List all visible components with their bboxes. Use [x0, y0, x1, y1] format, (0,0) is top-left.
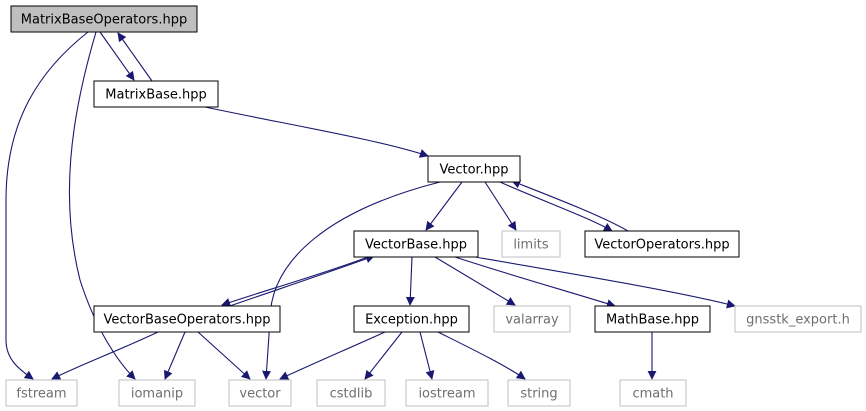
node-cstdlib: cstdlib	[316, 379, 386, 407]
edge-matrixbase-to-vector_hpp	[204, 106, 429, 158]
nodes-layer: MatrixBaseOperators.hppMatrixBase.hppVec…	[5, 5, 862, 407]
node-exception[interactable]: Exception.hpp	[353, 305, 470, 333]
node-label-fstream: fstream	[16, 387, 66, 402]
node-box-cstdlib	[316, 379, 386, 407]
node-vectoroperators[interactable]: VectorOperators.hpp	[584, 230, 740, 258]
node-label-exception: Exception.hpp	[365, 313, 458, 328]
node-vector_hpp[interactable]: Vector.hpp	[427, 155, 521, 183]
edge-matrixbaseoperators-to-matrixbase	[99, 31, 135, 81]
node-label-matrixbase: MatrixBase.hpp	[105, 88, 206, 103]
node-label-limits: limits	[513, 238, 549, 253]
node-label-valarray: valarray	[505, 313, 559, 328]
edge-vector_hpp-to-vectoroperators	[499, 181, 613, 232]
edge-vectorbaseoperators-to-fstream	[51, 331, 159, 380]
node-box-iostream	[405, 379, 489, 407]
edge-exception-to-cstdlib	[364, 331, 403, 380]
node-vectorbase[interactable]: VectorBase.hpp	[353, 230, 479, 258]
node-box-exception	[353, 305, 470, 333]
node-vector: vector	[228, 379, 292, 407]
node-box-gnsstk_export	[734, 305, 862, 333]
edge-vector_hpp-to-limits	[484, 181, 517, 231]
node-label-vector_hpp: Vector.hpp	[439, 163, 508, 178]
node-box-cmath	[619, 379, 687, 407]
node-iostream: iostream	[405, 379, 489, 407]
node-label-cmath: cmath	[632, 387, 673, 402]
node-box-limits	[501, 230, 561, 258]
edge-exception-to-iostream	[419, 331, 435, 380]
edge-vectorbase-to-mathbase	[454, 256, 616, 308]
edge-vectorbaseoperators-to-iomanip	[164, 331, 186, 380]
node-box-valarray	[493, 305, 571, 333]
node-matrixbaseoperators[interactable]: MatrixBaseOperators.hpp	[10, 5, 198, 33]
edge-matrixbase-to-matrixbaseoperators	[117, 32, 153, 82]
node-gnsstk_export: gnsstk_export.h	[734, 305, 862, 333]
node-label-mathbase: MathBase.hpp	[606, 313, 699, 328]
node-label-vectoroperators: VectorOperators.hpp	[594, 238, 729, 253]
node-mathbase[interactable]: MathBase.hpp	[594, 305, 711, 333]
node-valarray: valarray	[493, 305, 571, 333]
node-box-vector_hpp	[427, 155, 521, 183]
node-limits: limits	[501, 230, 561, 258]
node-label-vector: vector	[239, 387, 281, 402]
node-box-iomanip	[118, 379, 196, 407]
edge-vectorbase-to-gnsstk_export	[474, 256, 736, 309]
edge-matrixbaseoperators-to-iomanip	[68, 31, 136, 380]
edge-vectorbaseoperators-to-vectorbase	[229, 254, 375, 307]
edge-vectorbase-to-vectorbaseoperators	[221, 256, 369, 307]
edge-exception-to-vector	[279, 331, 386, 380]
node-fstream: fstream	[5, 379, 78, 407]
edge-matrixbaseoperators-to-fstream	[5, 31, 89, 380]
node-box-vector	[228, 379, 292, 407]
edge-exception-to-string	[437, 331, 526, 380]
node-label-gnsstk_export: gnsstk_export.h	[746, 313, 850, 328]
node-label-vectorbase: VectorBase.hpp	[365, 238, 467, 253]
node-cmath: cmath	[619, 379, 687, 407]
edge-vectorbase-to-valarray	[434, 256, 516, 306]
node-label-string: string	[520, 387, 557, 402]
node-box-string	[507, 379, 571, 407]
node-box-fstream	[5, 379, 78, 407]
node-box-matrixbaseoperators	[10, 5, 198, 33]
edge-vectoroperators-to-vector_hpp	[511, 179, 629, 232]
edge-vector_hpp-to-vectorbase	[425, 181, 463, 231]
node-string: string	[507, 379, 571, 407]
node-box-vectorbase	[353, 230, 479, 258]
node-matrixbase[interactable]: MatrixBase.hpp	[93, 80, 219, 108]
node-label-matrixbaseoperators: MatrixBaseOperators.hpp	[21, 13, 187, 28]
node-box-vectorbaseoperators	[93, 305, 281, 333]
edges-layer	[5, 31, 736, 380]
node-label-vectorbaseoperators: VectorBaseOperators.hpp	[104, 313, 271, 328]
edge-vector_hpp-to-vector	[262, 181, 441, 380]
node-box-mathbase	[594, 305, 711, 333]
node-box-vectoroperators	[584, 230, 740, 258]
node-vectorbaseoperators[interactable]: VectorBaseOperators.hpp	[93, 305, 281, 333]
node-label-cstdlib: cstdlib	[330, 387, 373, 402]
edge-vectorbaseoperators-to-vector	[197, 331, 251, 380]
node-label-iostream: iostream	[418, 387, 475, 402]
node-label-iomanip: iomanip	[131, 387, 183, 402]
node-box-matrixbase	[93, 80, 219, 108]
node-iomanip: iomanip	[118, 379, 196, 407]
edge-vectorbase-to-exception	[405, 256, 415, 306]
